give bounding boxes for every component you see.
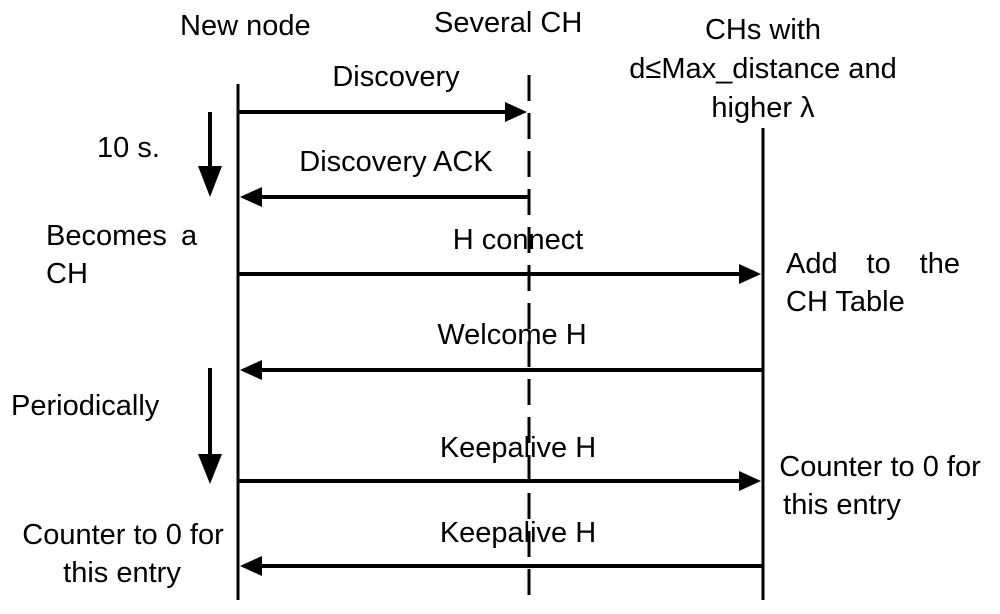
note-add-line2: CH Table [786, 286, 905, 318]
message-label-h-connect: H connect [452, 224, 584, 256]
participant-chs-with-line1: CHs with [704, 14, 821, 46]
participant-several-ch: Several CH [434, 7, 583, 39]
message-discovery [238, 102, 527, 122]
note-right-counter-line1: Counter to 0 for [779, 451, 981, 483]
message-keepalive-h-1 [238, 471, 761, 491]
timer-arrow-icon-10s [198, 112, 222, 197]
participant-chs-with-line3: higher λ [711, 92, 815, 124]
message-discovery-ack [240, 187, 529, 207]
message-welcome-h [240, 360, 763, 380]
participant-new-node: New node [180, 10, 311, 42]
participant-chs-with-line2: d≤Max_distance and [629, 53, 897, 85]
message-label-discovery: Discovery [332, 61, 460, 93]
message-h-connect [238, 264, 761, 284]
note-right-counter-line2: this entry [783, 489, 901, 521]
note-add-line1: Add to the [786, 248, 960, 280]
note-left-counter-line2: this entry [63, 557, 181, 589]
message-label-keepalive-h-2: Keepalive H [439, 517, 597, 549]
note-becomes-line1: Becomes a [46, 220, 198, 252]
note-periodically: Periodically [11, 390, 160, 422]
message-label-welcome-h: Welcome H [437, 319, 587, 351]
timer-arrow-icon-periodically [198, 368, 222, 484]
message-keepalive-h-2 [240, 556, 763, 576]
note-left-counter-line1: Counter to 0 for [22, 519, 224, 551]
note-becomes-line2: CH [46, 258, 88, 290]
message-label-discovery-ack: Discovery ACK [299, 146, 493, 178]
message-label-keepalive-h-1: Keepalive H [439, 432, 597, 464]
note-ten-seconds: 10 s. [97, 132, 160, 164]
